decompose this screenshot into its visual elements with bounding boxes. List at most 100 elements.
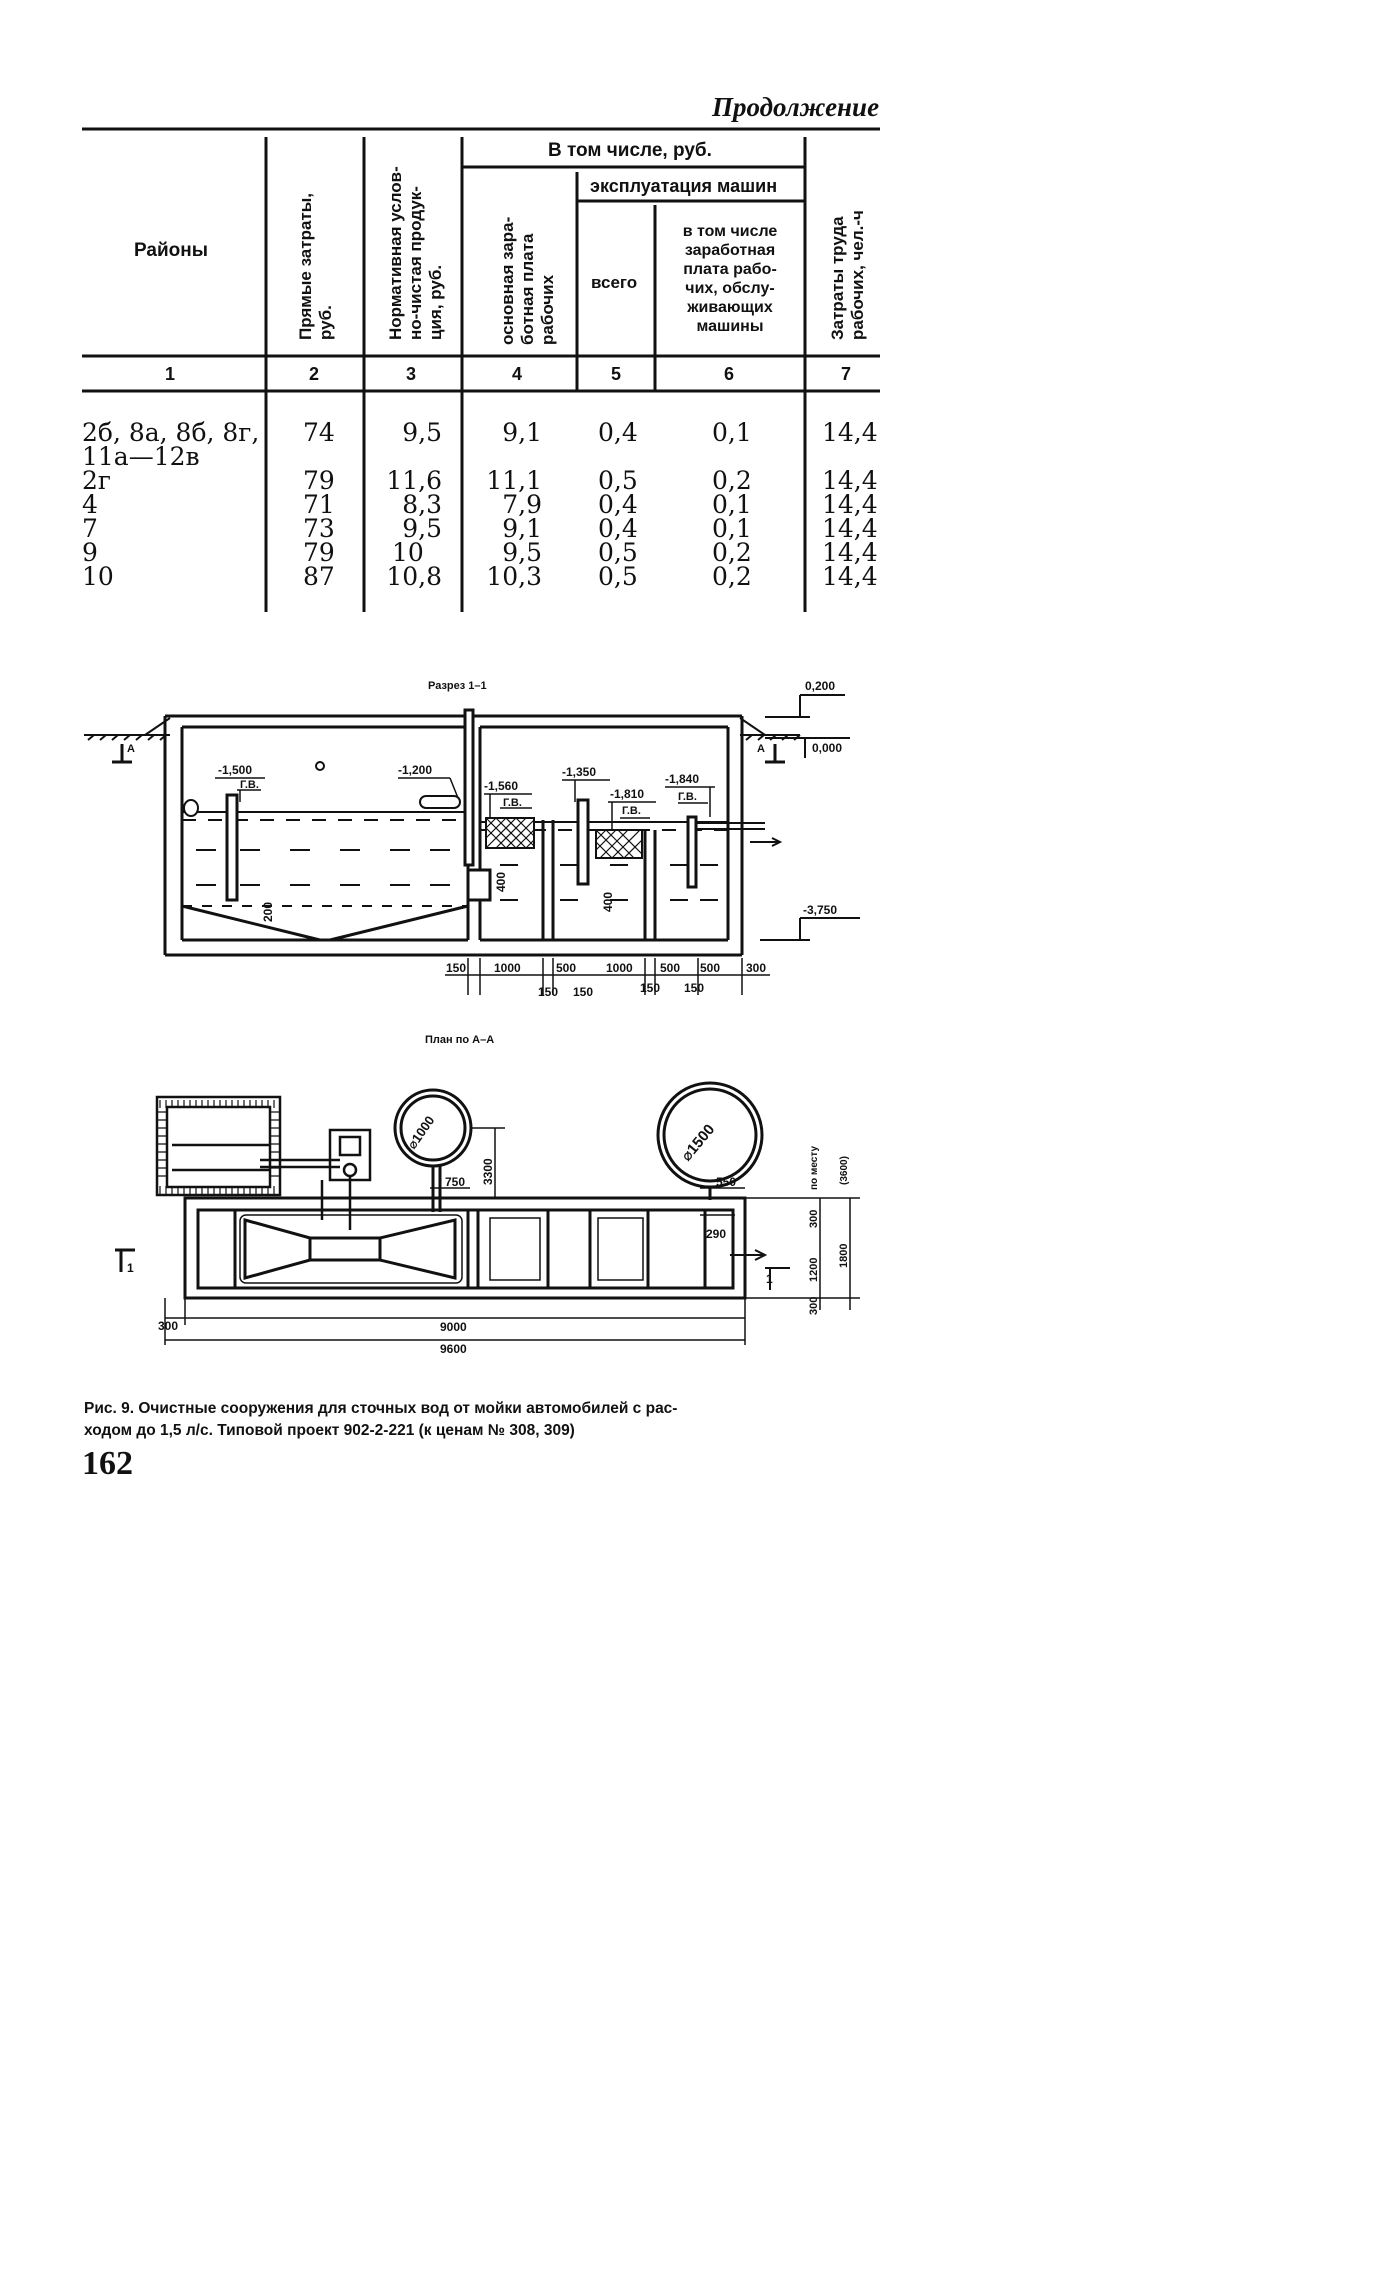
dim-300-bottom: 300	[808, 1297, 820, 1315]
cell-direct-costs: 79	[303, 466, 335, 495]
dim-bottom-2: 500	[556, 961, 576, 975]
col-number-7: 7	[841, 364, 852, 384]
cell-normative: 11,6	[386, 466, 442, 495]
section-title: Разрез 1–1	[428, 680, 487, 692]
section-drawing: Разрез 1–1	[84, 679, 860, 999]
section-mark-a-right	[765, 744, 785, 764]
cell-basic-wage: 7,9	[502, 490, 542, 519]
cell-district: 4	[82, 490, 98, 519]
caption-line-1: Рис. 9. Очистные сооружения для сточных …	[84, 1400, 678, 1417]
level-1810: -1,810	[610, 787, 644, 801]
cell-direct-costs: 73	[303, 514, 335, 543]
col-number-5: 5	[611, 364, 622, 384]
dim-750: 750	[445, 1175, 465, 1189]
dim-400-a: 400	[494, 872, 508, 892]
page-number: 162	[82, 1445, 133, 1482]
ground-hatch	[84, 717, 801, 741]
col-number-2: 2	[309, 364, 320, 384]
mark-1-left: 1	[127, 1261, 134, 1275]
dim-bottom-0: 150	[446, 961, 466, 975]
cell-labor: 14,4	[822, 538, 878, 567]
water-lines	[182, 811, 728, 901]
dim-bottom-5: 500	[700, 961, 720, 975]
elev-zero: 0,000	[812, 741, 842, 755]
cell-labor: 14,4	[822, 490, 878, 519]
cell-basic-wage: 10,3	[486, 562, 542, 591]
col-number-1: 1	[165, 364, 176, 384]
cell-normative: 10,8	[386, 562, 442, 591]
cell-total: 0,5	[598, 538, 638, 567]
dim-1800: 1800	[838, 1244, 850, 1268]
filter-block-1	[485, 817, 535, 849]
header-machine-operation: эксплуатация машин	[590, 176, 778, 196]
cell-machine-wage: 0,1	[712, 514, 752, 543]
tank-outline	[163, 714, 744, 957]
cell-basic-wage: 11,1	[486, 466, 542, 495]
col-number-6: 6	[724, 364, 735, 384]
dim-300-top: 300	[808, 1210, 820, 1228]
gv-label-1: Г.В.	[240, 779, 259, 791]
dim-bottom2-2: 150	[640, 981, 660, 995]
table-rules	[82, 127, 880, 612]
cell-normative: 9,5	[402, 418, 442, 447]
wells	[393, 1081, 764, 1212]
dim-bottom2-0: 150	[538, 985, 558, 999]
cell-machine-wage: 0,2	[712, 466, 752, 495]
plan-title: План по А–А	[425, 1034, 494, 1046]
cell-normative: 10	[392, 538, 424, 567]
cell-labor: 14,4	[822, 466, 878, 495]
elev-top: 0,200	[805, 679, 835, 693]
header-district: Районы	[134, 240, 208, 261]
inlet-pipe	[183, 799, 199, 817]
gv-label-3: Г.В.	[622, 805, 641, 817]
elevation-markers	[760, 694, 860, 941]
mark-1-right: 1	[766, 1272, 773, 1286]
dim-bottom-3: 1000	[606, 961, 633, 975]
cell-district: 2б, 8а, 8б, 8г,	[82, 418, 260, 447]
gv-label-2: Г.В.	[503, 797, 522, 809]
cell-district: 10	[82, 562, 114, 591]
cell-direct-costs: 74	[303, 418, 335, 447]
dim-bottom2-3: 150	[684, 981, 704, 995]
settling-pit	[155, 1095, 340, 1197]
dim-400-b: 400	[601, 892, 615, 912]
cell-total: 0,4	[598, 490, 638, 519]
tank-inner-lines	[239, 1214, 644, 1284]
header-normative-output: Нормативная услов- но-чистая продук- ция…	[386, 166, 445, 340]
dim-550: 550	[716, 1175, 736, 1189]
baffles	[225, 708, 698, 902]
cell-direct-costs: 79	[303, 538, 335, 567]
header-labor: Затраты труда рабочих, чел.-ч	[828, 210, 867, 340]
gv-label-4: Г.В.	[678, 791, 697, 803]
cell-total: 0,4	[598, 418, 638, 447]
mark-a-right: А	[757, 743, 765, 755]
plan-drawing: План по А–А ⌀1000 ⌀1500	[115, 1034, 860, 1356]
figure-caption: Рис. 9. Очистные сооружения для сточных …	[84, 1398, 884, 1442]
dim-bottom2-1: 150	[573, 985, 593, 999]
section-mark-a-left	[112, 744, 132, 764]
section-mark-1	[115, 1248, 135, 1272]
cell-machine-wage: 0,1	[712, 490, 752, 519]
continuation-label: Продолжение	[712, 92, 880, 122]
elev-bottom: -3,750	[803, 903, 837, 917]
cell-labor: 14,4	[822, 562, 878, 591]
pit-hatch	[158, 1100, 279, 1194]
filter-hatch	[485, 817, 643, 859]
cell-total: 0,5	[598, 562, 638, 591]
dim-3300: 3300	[481, 1158, 495, 1185]
dim-bottom-6: 300	[746, 961, 766, 975]
level-1840: -1,840	[665, 772, 699, 786]
dim-9000: 9000	[440, 1320, 467, 1334]
cell-direct-costs: 71	[303, 490, 335, 519]
cell-basic-wage: 9,5	[502, 538, 542, 567]
cell-total: 0,5	[598, 466, 638, 495]
cell-direct-costs: 87	[303, 562, 335, 591]
tank-plan	[183, 1196, 747, 1300]
dim-290: 290	[706, 1227, 726, 1241]
bottom-dim-lines	[445, 958, 770, 995]
cell-machine-wage: 0,1	[712, 418, 752, 447]
level-1350: -1,350	[562, 765, 596, 779]
cell-machine-wage: 0,2	[712, 562, 752, 591]
cell-labor: 14,4	[822, 514, 878, 543]
oil-collector	[419, 795, 461, 809]
